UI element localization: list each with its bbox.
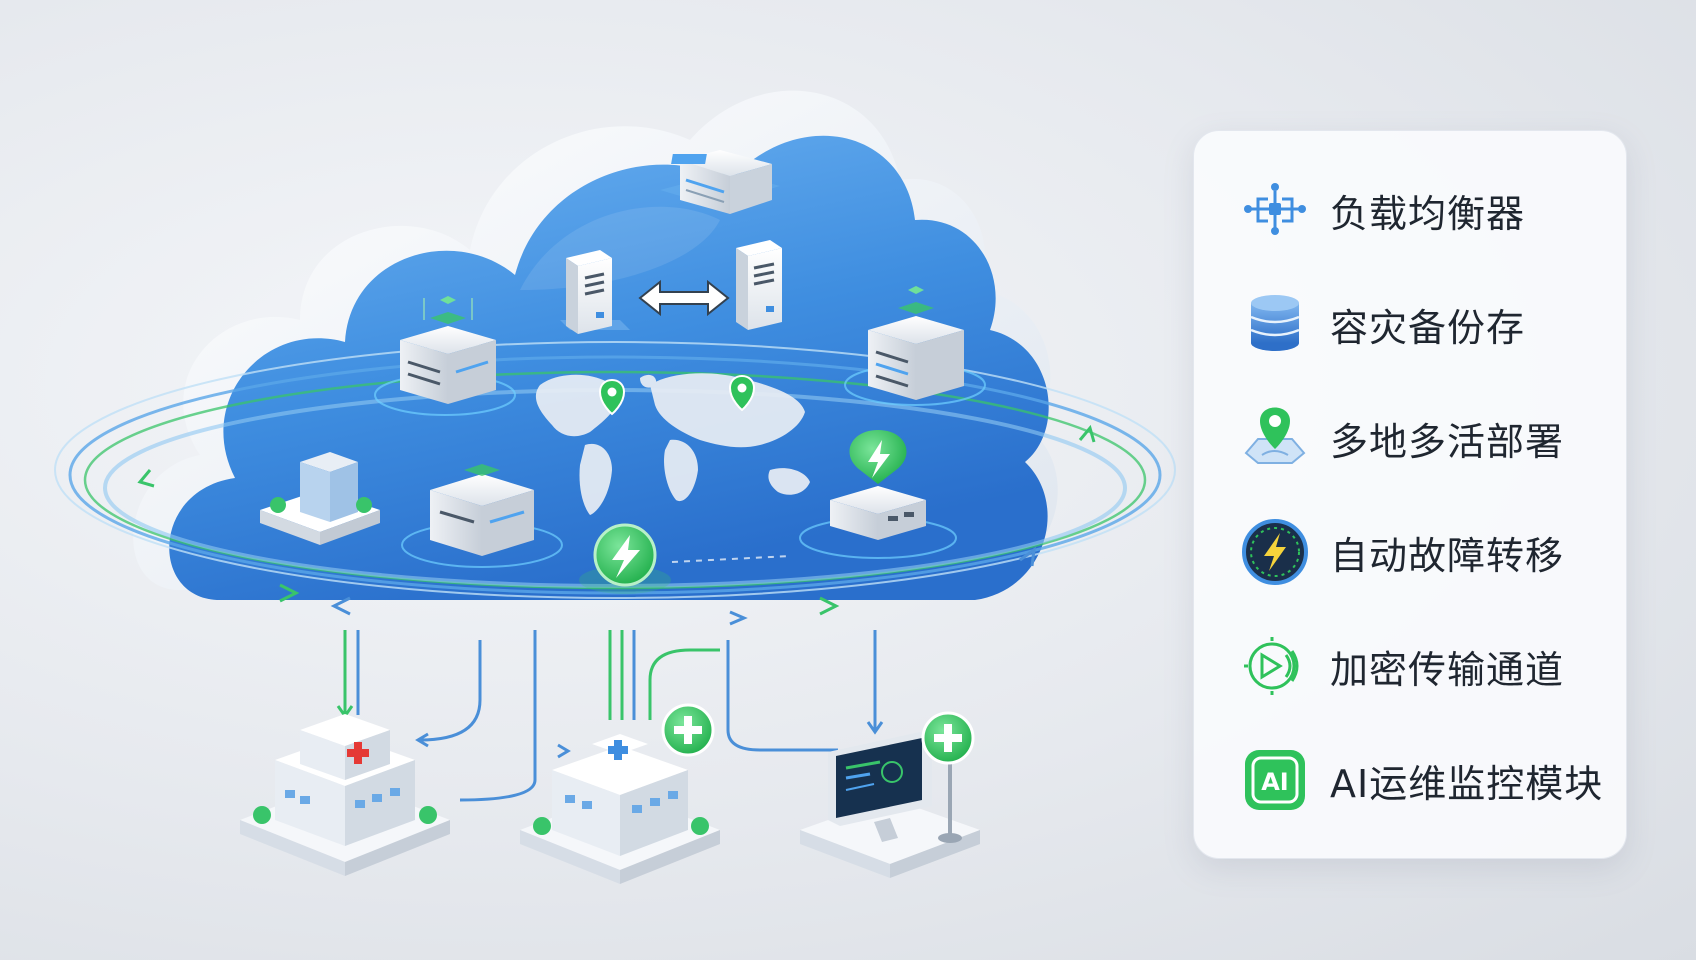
edge-gateway: [799, 486, 957, 559]
legend-item-load-balancer: 负载均衡器: [1234, 167, 1614, 253]
data-center-node: [401, 464, 563, 568]
add-plus-badge-icon: [921, 711, 975, 765]
data-center-node: [374, 296, 516, 416]
legend-item-encrypted-channel: 加密传输通道: [1234, 623, 1614, 709]
load-balancer-icon: [1244, 183, 1306, 235]
office-building: [260, 452, 380, 545]
legend-label: 自动故障转移: [1330, 533, 1565, 578]
legend-item-auto-failover: 自动故障转移: [1234, 509, 1614, 595]
hospital-building: [520, 734, 720, 884]
database-icon: [1250, 295, 1300, 351]
location-pin-icon: [1244, 407, 1306, 464]
lightning-badge-icon: [849, 430, 907, 484]
data-center-node: [844, 286, 986, 406]
map-pin-icon: [598, 379, 626, 416]
lightning-gauge-icon: [1242, 519, 1308, 585]
rack-server: [660, 150, 780, 214]
legend-panel: 负载均衡器 容灾备份存 多地多活部署 自动故障转移: [1193, 130, 1627, 859]
sync-double-arrow-icon: [638, 279, 730, 317]
ai-chip-icon: AI: [1245, 750, 1305, 810]
connection-lines: [336, 630, 884, 802]
cloud: [133, 90, 1058, 601]
add-plus-badge-icon: [661, 703, 715, 757]
orbit-rings: [54, 341, 1176, 626]
failover-lightning-icon: [579, 523, 791, 594]
svg-text:AI: AI: [1261, 768, 1289, 796]
legend-label: AI运维监控模块: [1330, 761, 1604, 806]
legend-item-backup-storage: 容灾备份存: [1234, 281, 1614, 367]
hospital-building: [240, 714, 450, 876]
monitoring-terminal: [800, 732, 980, 878]
legend-label: 容灾备份存: [1330, 305, 1526, 350]
legend-label: 加密传输通道: [1330, 647, 1565, 692]
tower-server: [560, 250, 630, 334]
legend-label: 负载均衡器: [1330, 191, 1526, 236]
tower-server: [736, 240, 782, 330]
legend-label: 多地多活部署: [1330, 419, 1565, 464]
encrypted-channel-icon: [1244, 637, 1299, 695]
world-map: [535, 373, 810, 515]
legend-item-multi-region: 多地多活部署: [1234, 395, 1614, 481]
legend-item-ai-ops: AI AI运维监控模块: [1234, 737, 1614, 823]
map-pin-icon: [728, 375, 756, 412]
